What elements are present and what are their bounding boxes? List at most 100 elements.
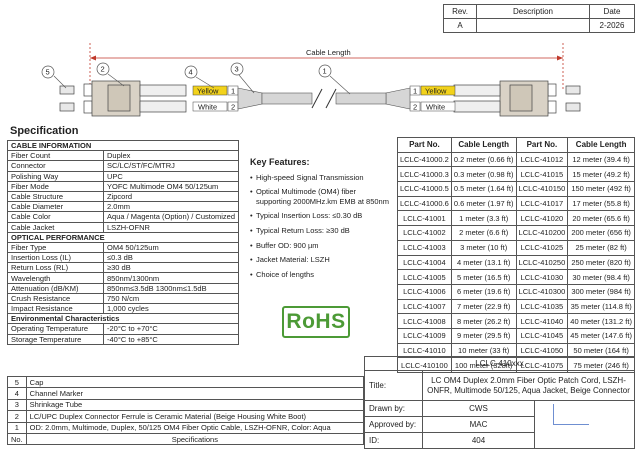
id-value: 404 (422, 432, 535, 449)
spec-key: Operating Temperature (6, 323, 105, 335)
feature-item: Typical Insertion Loss: ≤0.30 dB (250, 211, 392, 221)
cable-drawing: Cable Length Yellow White 1 2 (41, 43, 581, 117)
drawn-by-value: CWS (422, 400, 535, 417)
cable-length-cell: 17 meter (55.8 ft) (567, 195, 635, 212)
spec-key: Fiber Type (6, 241, 105, 254)
drawn-by-label: Drawn by: (364, 400, 423, 417)
title-label: Title: (364, 370, 423, 401)
part-no-cell: LCLC-410300 (515, 283, 569, 300)
description-header: Description (476, 4, 590, 19)
channel-number-left-2: 2 (231, 103, 235, 112)
cable-length-cell: 0.3 meter (0.98 ft) (450, 166, 517, 183)
spec-key: Cable Structure (6, 190, 105, 203)
spec-value: 850nm≤3.5dB 1300nm≤1.5dB (103, 282, 239, 294)
spec-key: Cable Diameter (6, 201, 105, 213)
part-no-header-2: Part No. (515, 137, 569, 153)
feature-item: High-speed Signal Transmission (250, 173, 392, 183)
cable-length-cell: 9 meter (29.5 ft) (450, 327, 517, 344)
title-block: LCLC-410xxx Title: LC OM4 Duplex 2.0mm F… (364, 356, 635, 449)
part-no-cell: LCLC-41000.5 (397, 181, 452, 197)
signature-mark-base (553, 424, 589, 425)
feature-item: Choice of lengths (250, 270, 392, 280)
cable-length-cell: 150 meter (492 ft) (567, 181, 635, 197)
cable-length-cell: 35 meter (114.8 ft) (567, 298, 635, 315)
rev-header: Rev. (443, 4, 477, 19)
spec-value: Zipcord (103, 190, 239, 203)
cable-length-cell: 7 meter (22.9 ft) (450, 298, 517, 315)
spec-section-row: CABLE INFORMATION (7, 139, 239, 152)
item-description: Cap (25, 375, 365, 389)
item-number: 4 (7, 387, 27, 400)
spec-section-title: CABLE INFORMATION (7, 139, 239, 152)
spec-key: Return Loss (RL) (6, 262, 105, 274)
spec-key: Cable Color (6, 211, 105, 223)
callout-3: 3 (235, 65, 239, 74)
spec-row: Storage Temperature-40°C to +85°C (6, 333, 239, 345)
cable-length-cell: 4 meter (13.1 ft) (450, 254, 517, 271)
spec-section-row: Environmental Characteristics (7, 313, 239, 325)
date-header: Date (589, 4, 635, 19)
part-no-cell: LCLC-41003 (397, 239, 452, 256)
spec-row: Return Loss (RL)≥30 dB (6, 262, 239, 274)
spec-key: Cable Jacket (6, 221, 105, 233)
key-features: Key Features: High-speed Signal Transmis… (250, 157, 392, 284)
spec-row: Attenuation (dB/KM)850nm≤3.5dB 1300nm≤1.… (6, 282, 239, 294)
id-label: ID: (364, 432, 423, 449)
part-no-cell: LCLC-41005 (397, 269, 452, 285)
cable-length-cell: 200 meter (656 ft) (567, 225, 635, 241)
part-no-cell: LCLC-41035 (515, 298, 569, 315)
part-no-cell: LCLC-410200 (515, 225, 569, 241)
item-description: Channel Marker (25, 387, 365, 400)
spec-key: Connector (6, 160, 105, 172)
spec-section-title: Environmental Characteristics (7, 313, 239, 325)
spec-value: 750 N/cm (103, 292, 239, 305)
spec-value: ≥30 dB (103, 262, 239, 274)
part-no-cell: LCLC-41001 (397, 210, 452, 227)
part-no-cell: LCLC-41000.6 (397, 195, 452, 212)
part-no-cell: LCLC-41004 (397, 254, 452, 271)
cable-length-cell: 3 meter (10 ft) (450, 239, 517, 256)
cable-length-cell: 45 meter (147.6 ft) (567, 327, 635, 344)
connector-left (83, 80, 187, 117)
spec-value: 850nm/1300nm (103, 272, 239, 284)
cable-length-cell: 12 meter (39.4 ft) (567, 151, 635, 168)
spec-value: YOFC Multimode OM4 50/125um (103, 180, 239, 192)
cable-length-cell: 40 meter (131.2 ft) (567, 313, 635, 329)
yellow-label-right: Yellow (425, 87, 447, 96)
spec-key: Fiber Mode (6, 180, 105, 192)
spec-value: SC/LC/ST/FC/MTRJ (103, 160, 239, 172)
part-no-cell: LCLC-41000.3 (397, 166, 452, 183)
part-no-cell: LCLC-41007 (397, 298, 452, 315)
spec-key: Attenuation (dB/KM) (6, 282, 105, 294)
cable-length-header-2: Cable Length (567, 137, 635, 153)
part-number-range: LCLC-410xxx (364, 356, 635, 371)
item-description: Shrinkage Tube (25, 398, 365, 412)
item-description: Specifications (25, 432, 365, 446)
item-number: 1 (7, 421, 27, 434)
revision-header-row: Rev. Description Date (443, 4, 635, 19)
spec-value: UPC (103, 170, 239, 182)
cable-length-cell: 25 meter (82 ft) (567, 239, 635, 256)
spec-value: 2.0mm (103, 201, 239, 213)
part-no-cell: LCLC-410250 (515, 254, 569, 271)
item-number: 5 (7, 375, 27, 389)
spec-key: Impact Resistance (6, 302, 105, 315)
part-no-cell: LCLC-41015 (515, 166, 569, 183)
cap-right (565, 85, 581, 112)
cable-length-dimension (89, 43, 564, 90)
cable-length-cell: 6 meter (19.6 ft) (450, 283, 517, 300)
spec-value: ≤0.3 dB (103, 252, 239, 264)
feature-item: Optical Multimode (OM4) fiber supporting… (250, 187, 392, 206)
id-row: ID: 404 (364, 432, 635, 449)
